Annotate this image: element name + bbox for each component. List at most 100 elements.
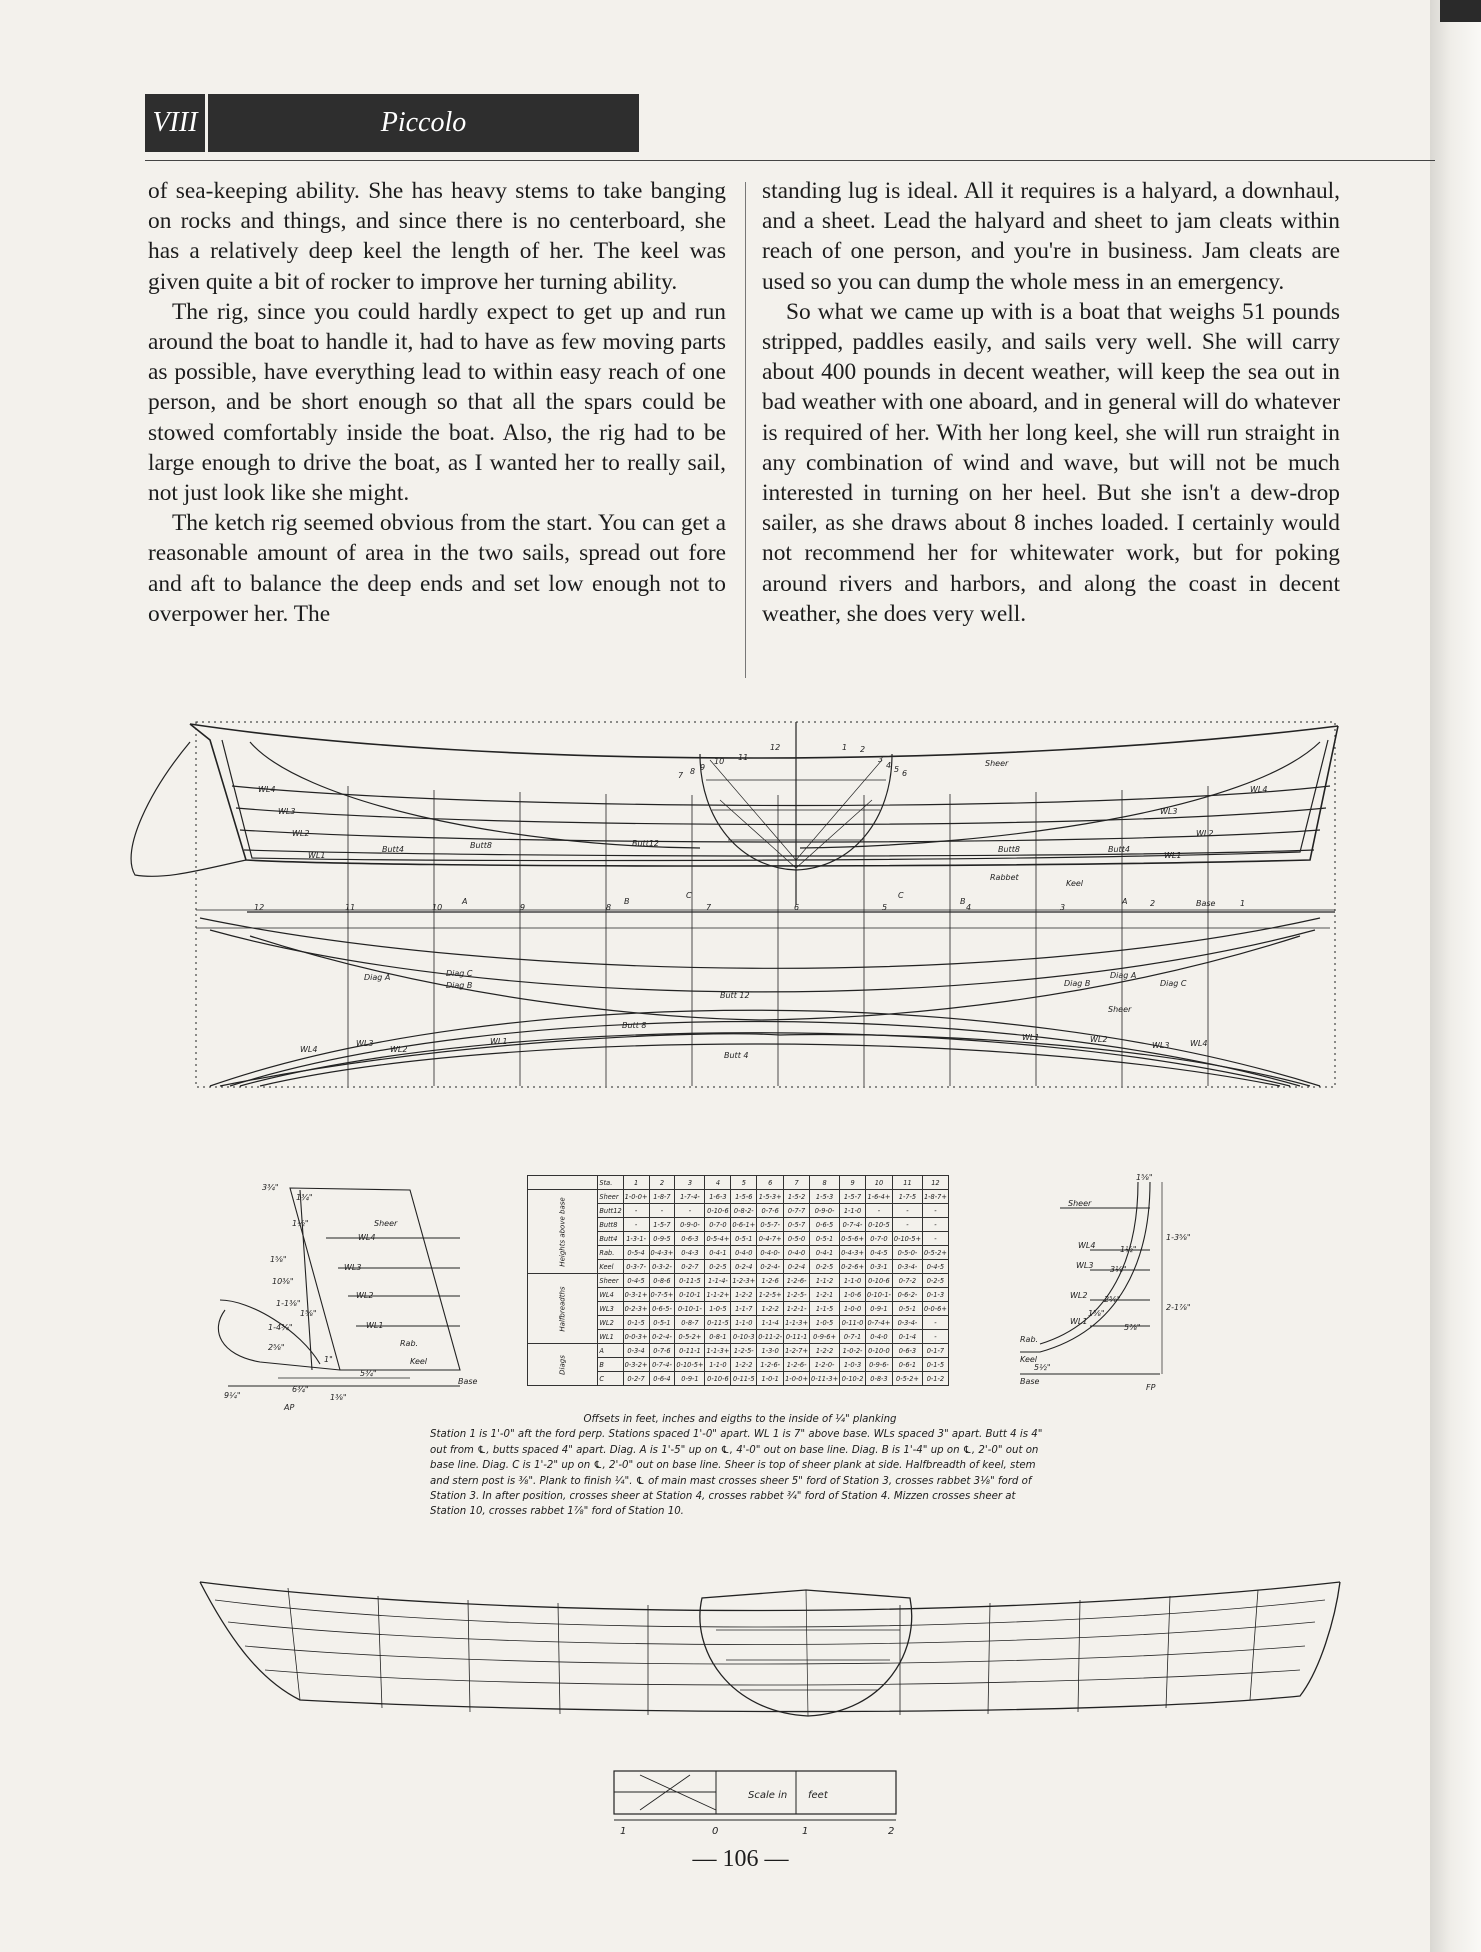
label-keel: Keel — [1066, 879, 1084, 888]
label-diag-a-fwd: Diag A — [1110, 971, 1136, 980]
offset-cell: 0-1-5 — [622, 1315, 650, 1330]
stern-heel — [217, 1309, 341, 1371]
label-butt4-fwd: Butt4 — [1108, 845, 1130, 854]
offset-cell: 1-0-5 — [809, 1315, 841, 1330]
group-label-cell: Diags — [526, 1343, 599, 1386]
offset-cell: 1-1-4- — [704, 1273, 732, 1288]
diag-mark: B — [624, 897, 630, 906]
offset-cell: 0-9-1 — [674, 1371, 706, 1386]
profile-stem-keel — [189, 723, 1339, 867]
dim-label: 2⅝" — [1104, 1295, 1121, 1304]
label-diag-b-fwd: Diag B — [1064, 979, 1090, 988]
offset-cell: 0-0-3+ — [622, 1329, 650, 1344]
text-column-right: standing lug is ideal. All it requires i… — [762, 176, 1340, 629]
offset-cell: 0-11-1 — [674, 1343, 706, 1358]
section-station-label: 9 — [700, 763, 705, 772]
stem-label: Sheer — [1068, 1199, 1092, 1208]
wl-halfbreadth-2 — [229, 1020, 1301, 1087]
offset-cell: - — [674, 1203, 706, 1218]
header-cell: 1 — [622, 1175, 650, 1190]
offset-cell: 0-10-6 — [704, 1371, 732, 1386]
offset-cell: 0-5-1 — [891, 1301, 923, 1316]
offset-cell: - — [648, 1203, 676, 1218]
offset-cell: 0-10-3 — [730, 1329, 758, 1344]
offset-cell: 1-2-1 — [809, 1287, 841, 1302]
section-station-label: 11 — [738, 753, 748, 762]
section-station-label: 7 — [678, 771, 684, 780]
offset-cell: 1-2-2 — [809, 1343, 841, 1358]
offset-cell: 0-8-3 — [864, 1371, 893, 1386]
offset-cell: 1-0-3 — [839, 1357, 866, 1372]
header-cell: 2 — [648, 1175, 676, 1190]
label-wl2: WL2 — [292, 829, 309, 838]
label-butt8: Butt8 — [470, 841, 492, 850]
station-label: 12 — [254, 903, 264, 912]
offset-cell: 0-6-4 — [648, 1371, 676, 1386]
offset-cell: 1-2-6- — [783, 1357, 811, 1372]
station-lines — [347, 786, 1209, 1086]
paragraph: standing lug is ideal. All it requires i… — [762, 178, 1340, 295]
stem-detail-drawing — [1020, 1181, 1163, 1375]
row-label: WL4 — [597, 1287, 624, 1302]
offset-cell: 1-1-0 — [839, 1203, 866, 1218]
dim-label: 1⅝" — [1136, 1173, 1153, 1182]
offset-cell: - — [921, 1315, 949, 1330]
page-number: — 106 — — [692, 1846, 789, 1872]
offset-cell: 0-8-2- — [730, 1203, 758, 1218]
offset-cell: 0-2-5 — [809, 1259, 841, 1274]
offset-cell: 0-6-3 — [891, 1343, 923, 1358]
diag-mark: C — [898, 891, 904, 900]
notes-text: Station 1 is 1'-0" aft the ford perp. St… — [430, 1429, 1043, 1518]
stem-label: WL3 — [1076, 1261, 1093, 1270]
perspective-hull-bottom — [199, 1581, 1341, 1713]
label-butt4: Butt4 — [382, 845, 404, 854]
perspective-stations — [287, 1587, 1259, 1715]
offset-cell: 0-4-0 — [864, 1329, 893, 1344]
offset-cell: 0-4-5 — [921, 1259, 949, 1274]
offset-cell: 0-9-6- — [864, 1357, 893, 1372]
offset-cell: 0-4-3+ — [839, 1245, 866, 1260]
offset-cell: 0-0-6+ — [921, 1301, 949, 1316]
label-butt4-hb: Butt 4 — [724, 1051, 748, 1060]
offset-cell: 0-2-7 — [622, 1371, 650, 1386]
offset-cell: 0-4-0 — [730, 1245, 758, 1260]
station-label: 11 — [345, 903, 355, 912]
dim-label: 5¾" — [360, 1369, 377, 1378]
label-wl2-fwd: WL2 — [1196, 829, 1213, 838]
offset-cell: 0-9-0- — [809, 1203, 841, 1218]
header-cell: 8 — [809, 1175, 841, 1190]
offset-cell: 1-0-0 — [839, 1301, 866, 1316]
stern-post-outline — [289, 1187, 461, 1371]
offset-cell: 0-9-6+ — [809, 1329, 841, 1344]
offset-cell: 0-6-5- — [648, 1301, 676, 1316]
wl-halfbreadth-3 — [239, 1032, 1291, 1087]
header-rule — [145, 160, 1435, 161]
dim-label: 3¾" — [262, 1183, 279, 1192]
offset-cell: 1-2-5- — [783, 1287, 811, 1302]
offset-cell: 0-5-2+ — [921, 1245, 949, 1260]
profile-sheer-line — [189, 723, 1339, 759]
label-diag-a: Diag A — [364, 973, 390, 982]
offset-cell: 0-6-2- — [891, 1287, 923, 1302]
offset-cell: 0-7-1 — [839, 1329, 866, 1344]
stem-label: Rab. — [1020, 1335, 1038, 1344]
offset-cell: 1-5-3+ — [756, 1189, 785, 1204]
stern-label: Sheer — [374, 1219, 398, 1228]
offset-cell: 0-9-5 — [648, 1231, 676, 1246]
offset-cell: 0-10-1- — [864, 1287, 893, 1302]
header-cell — [526, 1175, 599, 1190]
offset-cell: 0-10-5 — [864, 1217, 893, 1232]
row-label: Butt8 — [597, 1217, 624, 1232]
offset-cell: 0-2-3+ — [622, 1301, 650, 1316]
label-diag-c-fwd: Diag C — [1160, 979, 1187, 988]
row-label: WL3 — [597, 1301, 624, 1316]
rudder-outline — [130, 741, 247, 877]
stem-label: WL2 — [1070, 1291, 1087, 1300]
offset-cell: 0-6-1+ — [730, 1217, 758, 1232]
offset-cell: 1-2-6- — [756, 1357, 785, 1372]
